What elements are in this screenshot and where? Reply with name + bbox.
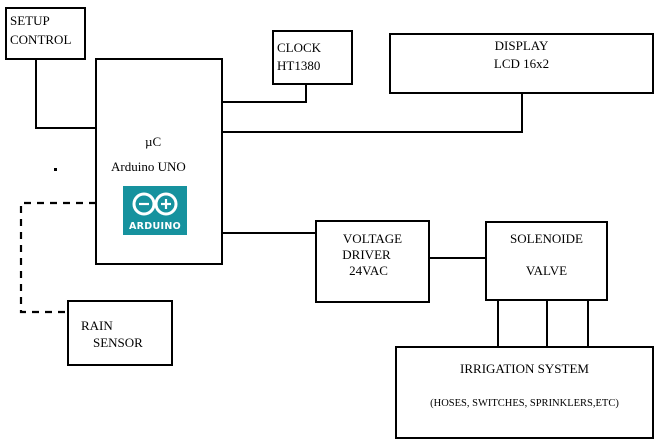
solenoid-valve-line1: SOLENOIDE — [510, 231, 583, 246]
voltage-driver-line2: DRIVER — [342, 247, 391, 262]
rain-sensor-line1: RAIN — [81, 318, 113, 333]
setup-control-line2: CONTROL — [10, 32, 72, 47]
voltage-driver-line1: VOLTAGE — [342, 231, 403, 246]
clock-line2: HT1380 — [277, 58, 321, 73]
infinity-icon — [132, 192, 178, 216]
arduino-logo-text: ARDUINO — [129, 221, 181, 232]
rain-sensor-block — [67, 300, 173, 366]
voltage-driver-line3: 24VAC — [349, 263, 388, 278]
microcontroller-symbol: µC — [145, 134, 162, 149]
irrigation-system-title: IRRIGATION SYSTEM — [460, 361, 589, 376]
display-line1: DISPLAY — [494, 38, 549, 53]
setup-control-line1: SETUP — [10, 13, 50, 28]
wire-rain-sensor-dashed — [19, 201, 96, 314]
irrigation-system-components: (HOSES, SWITCHES, SPRINKLERS,ETC) — [430, 398, 619, 409]
wire-setup-to-uc — [35, 59, 96, 129]
microcontroller-name: Arduino UNO — [111, 159, 186, 174]
arduino-logo: ARDUINO — [123, 186, 187, 235]
microcontroller-block — [95, 58, 223, 265]
clock-block — [272, 30, 353, 85]
display-line2: LCD 16x2 — [493, 56, 550, 71]
voltage-driver-block — [315, 220, 430, 303]
setup-control-block — [5, 7, 86, 60]
solenoid-valve-line2: VALVE — [525, 263, 568, 278]
wire-display-to-uc — [222, 93, 523, 133]
solenoid-valve-block — [485, 221, 608, 301]
clock-line1: CLOCK — [277, 40, 322, 55]
stray-dot — [54, 168, 57, 171]
rain-sensor-line2: SENSOR — [93, 335, 143, 350]
display-block — [389, 33, 654, 94]
irrigation-system-block — [395, 346, 654, 439]
wire-clock-to-uc — [222, 84, 307, 103]
